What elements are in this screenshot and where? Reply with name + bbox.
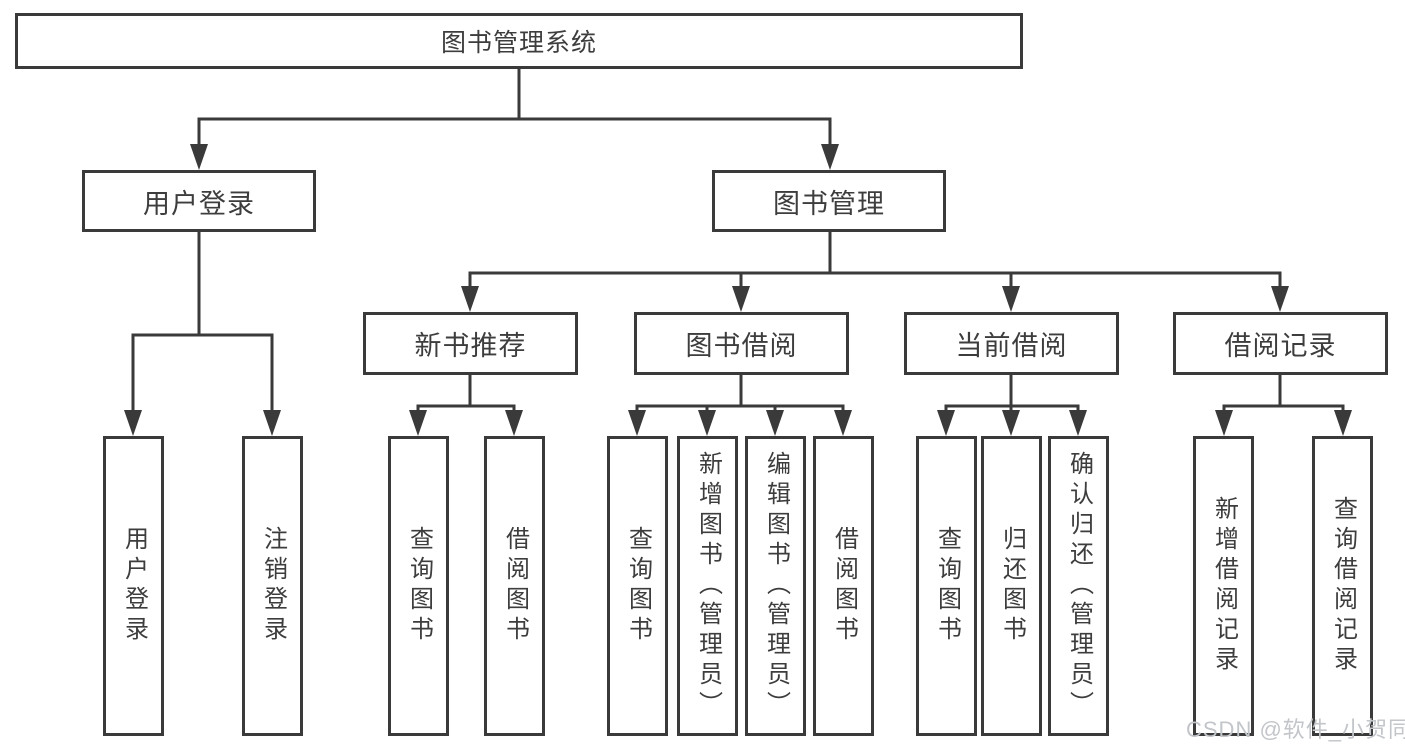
leaf-borrow-books-label: 借阅图书 <box>830 526 858 646</box>
node-current-borrowing: 当前借阅 <box>904 312 1119 375</box>
leaf-query-books-current: 查询图书 <box>916 436 977 736</box>
leaf-query-books-current-label: 查询图书 <box>933 526 961 646</box>
node-library-management-system: 图书管理系统 <box>15 13 1023 69</box>
leaf-add-borrow-record: 新增借阅记录 <box>1193 436 1254 736</box>
leaf-return-books: 归还图书 <box>981 436 1042 736</box>
node-book-management: 图书管理 <box>712 170 946 232</box>
leaf-query-books-borrow: 查询图书 <box>607 436 668 736</box>
node-borrowing-records: 借阅记录 <box>1173 312 1388 375</box>
leaf-edit-books-admin-label: 编辑图书（管理员） <box>762 451 790 721</box>
leaf-user-login-label: 用户登录 <box>120 526 148 646</box>
leaf-logout-label: 注销登录 <box>259 526 287 646</box>
leaf-add-books-admin-label: 新增图书（管理员） <box>694 451 722 721</box>
leaf-borrow-books-recommend: 借阅图书 <box>484 436 545 736</box>
leaf-query-books-borrow-label: 查询图书 <box>624 526 652 646</box>
leaf-add-borrow-record-label: 新增借阅记录 <box>1210 496 1238 676</box>
leaf-borrow-books-recommend-label: 借阅图书 <box>501 526 529 646</box>
leaf-user-login: 用户登录 <box>103 436 164 736</box>
leaf-query-borrow-record-label: 查询借阅记录 <box>1329 496 1357 676</box>
leaf-query-borrow-record: 查询借阅记录 <box>1312 436 1373 736</box>
leaf-query-books-recommend-label: 查询图书 <box>405 526 433 646</box>
leaf-confirm-return-admin: 确认归还（管理员） <box>1048 436 1109 736</box>
leaf-confirm-return-admin-label: 确认归还（管理员） <box>1065 451 1093 721</box>
leaf-query-books-recommend: 查询图书 <box>388 436 449 736</box>
node-book-borrowing: 图书借阅 <box>634 312 849 375</box>
csdn-watermark: CSDN @软件_小贺同学 <box>1186 717 1405 742</box>
leaf-logout: 注销登录 <box>242 436 303 736</box>
node-user-login: 用户登录 <box>82 170 316 232</box>
leaf-return-books-label: 归还图书 <box>998 526 1026 646</box>
leaf-add-books-admin: 新增图书（管理员） <box>677 436 738 736</box>
leaf-borrow-books: 借阅图书 <box>813 436 874 736</box>
leaf-edit-books-admin: 编辑图书（管理员） <box>745 436 806 736</box>
node-new-book-recommendation: 新书推荐 <box>363 312 578 375</box>
